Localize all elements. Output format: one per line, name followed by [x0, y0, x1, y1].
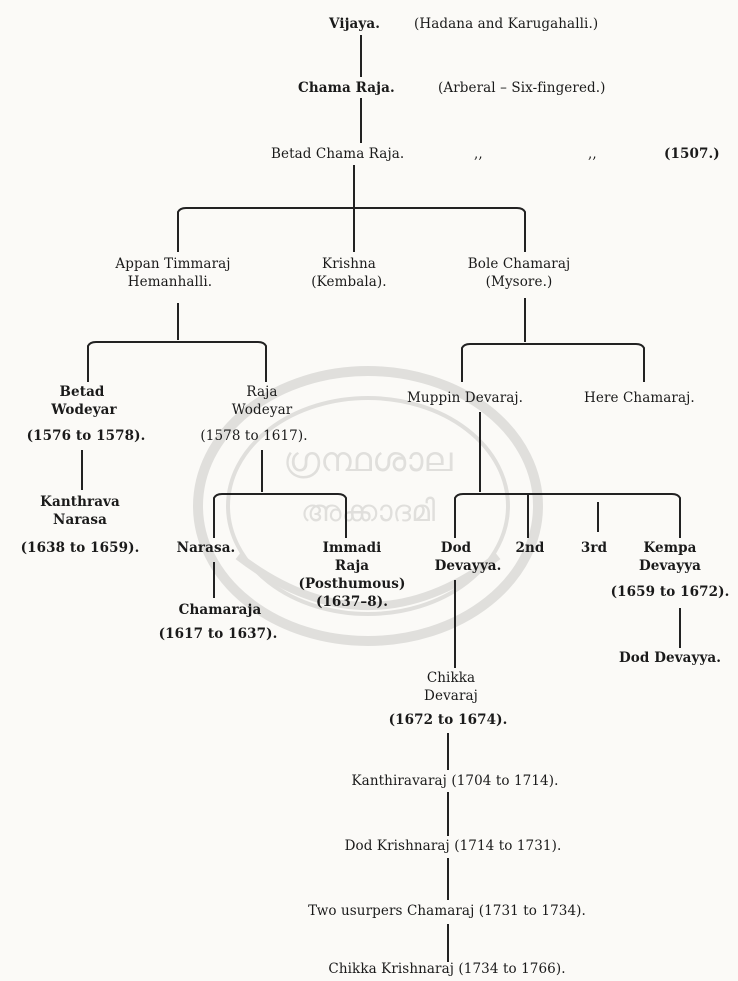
node-kempa-devayya-2: Devayya [638, 558, 702, 574]
node-muppin-devaraj: Muppin Devaraj. [407, 390, 524, 406]
bracket-raja-children [213, 493, 347, 538]
node-raja-wodeyar-name: Raja [246, 384, 278, 400]
node-vijaya-note: (Hadana and Karugahalli.) [414, 16, 599, 32]
node-raja-wodeyar-years: (1578 to 1617). [200, 428, 308, 444]
node-betad-chama-raja: Betad Chama Raja. [271, 146, 405, 162]
node-dod-krishnaraj: Dod Krishnaraj (1714 to 1731). [344, 838, 562, 854]
node-immadi-raja-1: Immadi [322, 540, 382, 556]
node-immadi-raja-2: Raja [334, 558, 370, 574]
bracket-appan-children [87, 341, 267, 358]
bracket-bole-children [461, 343, 645, 360]
node-third: 3rd [580, 540, 608, 556]
node-raja-wodeyar-title: Wodeyar [231, 402, 293, 418]
node-kembala: (Kembala). [311, 274, 387, 290]
node-kanthiravaraj: Kanthiravaraj (1704 to 1714). [351, 773, 559, 789]
node-chama-raja: Chama Raja. [298, 80, 395, 96]
node-mysore: (Mysore.) [485, 274, 553, 290]
node-chikka-krishnaraj: Chikka Krishnaraj (1734 to 1766). [328, 961, 566, 977]
node-betad-wodeyar-name: Betad [59, 384, 105, 400]
node-immadi-raja-years: (1637–8). [315, 594, 389, 610]
node-vijaya: Vijaya. [329, 16, 380, 32]
node-hemanhalli: Hemanhalli. [127, 274, 213, 290]
node-chikka-devaraj-2: Devaraj [424, 688, 478, 704]
ditto-mark-2: ,, [588, 146, 597, 162]
node-appan-timmaraj: Appan Timmaraj [115, 256, 231, 272]
node-chikka-devaraj-1: Chikka [426, 670, 476, 686]
node-year-1507: (1507.) [664, 146, 720, 162]
node-second: 2nd [515, 540, 545, 556]
node-kanthirava-narasa-2: Narasa [53, 512, 107, 528]
node-kempa-devayya-1: Kempa [643, 540, 697, 556]
node-betad-wodeyar-title: Wodeyar [51, 402, 117, 418]
node-here-chamaraj: Here Chamaraj. [584, 390, 695, 406]
node-kanthirava-narasa-1: Kanthrava [40, 494, 120, 510]
node-kanthirava-narasa-years: (1638 to 1659). [20, 540, 140, 556]
bracket-muppin-children [454, 493, 681, 538]
node-chamaraja-years: (1617 to 1637). [158, 626, 278, 642]
ditto-mark-1: ,, [474, 146, 483, 162]
node-chikka-devaraj-years: (1672 to 1674). [388, 712, 508, 728]
bracket-betad-children [177, 207, 526, 224]
node-bole-chamaraj: Bole Chamaraj [467, 256, 571, 272]
node-immadi-raja-3: (Posthumous) [298, 576, 406, 592]
node-krishna: Krishna [322, 256, 376, 272]
node-betad-wodeyar-years: (1576 to 1578). [26, 428, 146, 444]
node-kempa-devayya-years: (1659 to 1672). [610, 584, 730, 600]
node-dod-devayya-2: Devayya. [434, 558, 502, 574]
node-chama-raja-note: (Arberal – Six-fingered.) [438, 80, 606, 96]
node-two-usurpers: Two usurpers Chamaraj (1731 to 1734). [308, 903, 586, 919]
node-dod-devayya-1: Dod [440, 540, 472, 556]
node-dod-devayya-child: Dod Devayya. [618, 650, 722, 666]
node-narasa: Narasa. [176, 540, 236, 556]
node-chamaraja: Chamaraja [178, 602, 262, 618]
